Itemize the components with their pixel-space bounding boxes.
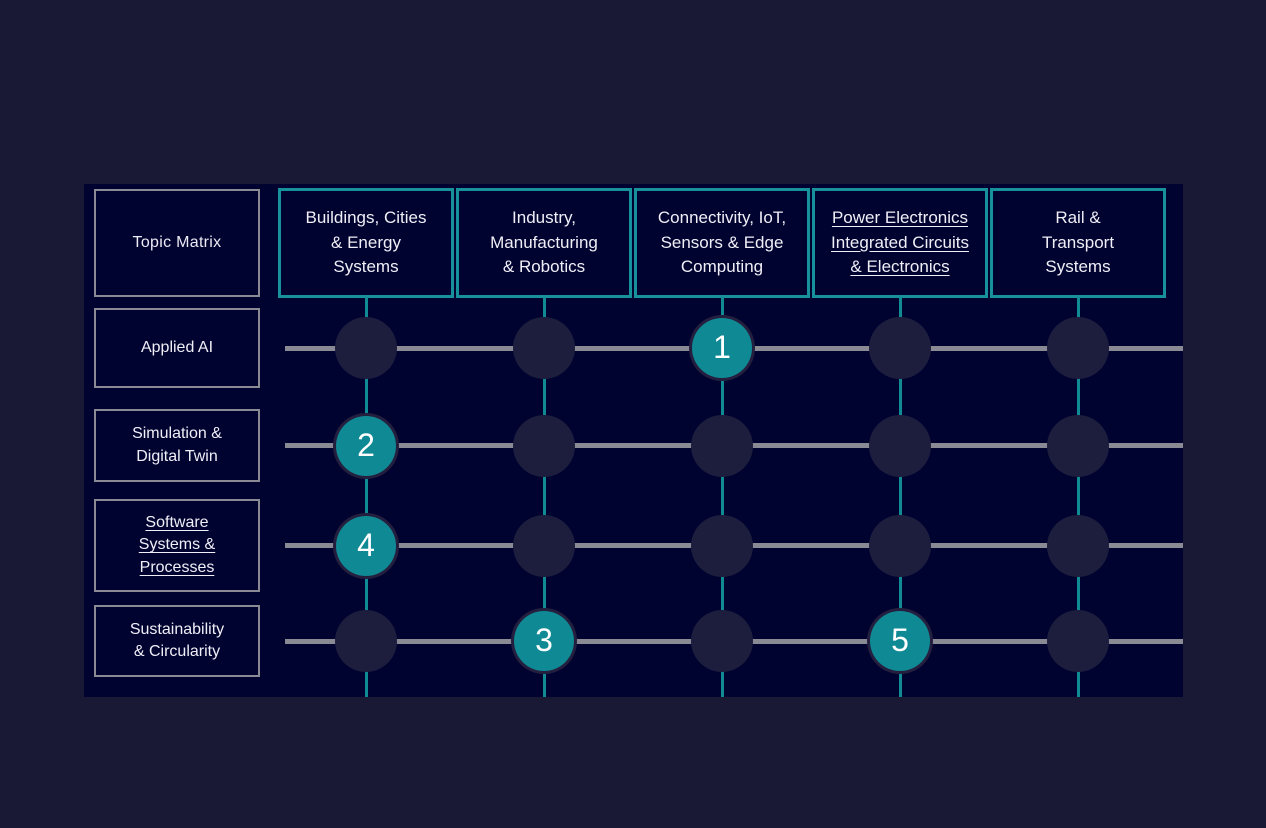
corner-label-text: Topic Matrix [132,234,222,251]
intersection-node-r1-c1 [513,414,575,477]
intersection-node-r2-c1 [513,514,575,577]
intersection-node-r0-c4 [1047,317,1109,379]
column-header-4[interactable]: Rail & Transport Systems [990,188,1166,298]
intersection-node-r2-c4 [1047,514,1109,577]
corner-topic-matrix-label: Topic Matrix [94,189,260,297]
column-header-label: Power Electronics Integrated Circuits & … [831,208,969,277]
intersection-node-r1-c3 [869,414,931,477]
marker-number: 3 [535,622,553,658]
marker-number: 5 [891,622,909,658]
intersection-node-r0-c3 [869,317,931,379]
column-header-3[interactable]: Power Electronics Integrated Circuits & … [812,188,988,298]
row-header-1[interactable]: Simulation & Digital Twin [94,409,260,482]
intersection-node-r3-c4 [1047,610,1109,672]
grid-column-line-1 [542,297,546,697]
grid-column-line-2 [720,297,724,697]
column-header-label: Connectivity, IoT, Sensors & Edge Comput… [657,208,787,277]
grid-column-line-4 [1076,297,1080,697]
marker-1[interactable]: 1 [692,318,752,378]
intersection-node-r1-c4 [1047,414,1109,477]
intersection-node-r0-c1 [513,317,575,379]
marker-number: 2 [357,426,375,463]
row-header-2[interactable]: Software Systems & Processes [94,499,260,592]
intersection-node-r2-c3 [869,514,931,577]
intersection-node-r3-c0 [335,610,397,672]
topic-matrix-panel: Topic Matrix Buildings, Cities & Energy … [84,184,1183,697]
column-header-1[interactable]: Industry, Manufacturing & Robotics [456,188,632,298]
row-header-label: Simulation & Digital Twin [132,425,222,465]
intersection-node-r2-c2 [691,514,753,577]
column-header-0[interactable]: Buildings, Cities & Energy Systems [278,188,454,298]
marker-5[interactable]: 5 [870,611,930,671]
marker-2[interactable]: 2 [336,415,396,476]
column-header-label: Buildings, Cities & Energy Systems [305,208,427,277]
intersection-node-r0-c0 [335,317,397,379]
marker-3[interactable]: 3 [514,611,574,671]
intersection-node-r1-c2 [691,414,753,477]
marker-number: 1 [713,329,731,365]
grid-column-line-3 [898,297,902,697]
column-header-2[interactable]: Connectivity, IoT, Sensors & Edge Comput… [634,188,810,298]
row-header-3[interactable]: Sustainability & Circularity [94,605,260,677]
grid-column-line-0 [364,297,368,697]
row-header-label: Software Systems & Processes [138,513,216,576]
column-header-label: Rail & Transport Systems [1041,208,1115,277]
row-header-label: Applied AI [140,338,214,356]
marker-4[interactable]: 4 [336,515,396,576]
intersection-node-r3-c2 [691,610,753,672]
row-header-label: Sustainability & Circularity [129,620,225,660]
marker-number: 4 [357,526,375,563]
column-header-label: Industry, Manufacturing & Robotics [490,208,598,277]
row-header-0[interactable]: Applied AI [94,308,260,388]
